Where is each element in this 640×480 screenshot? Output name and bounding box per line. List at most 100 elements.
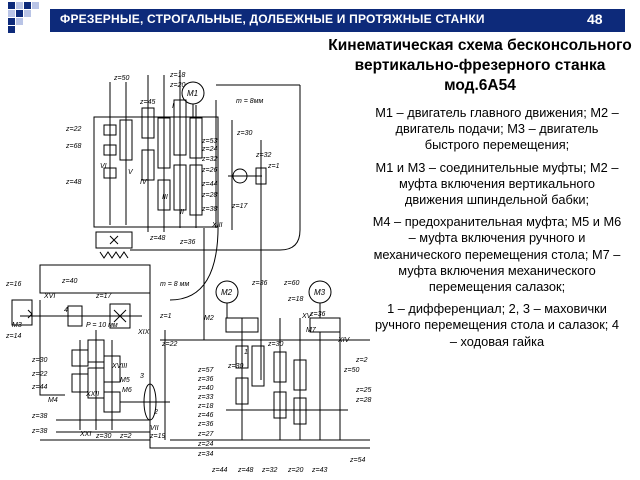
gear-label: z=36 (197, 376, 213, 383)
gear-label: z=22 (161, 341, 177, 348)
gear-label: z=22 (65, 126, 81, 133)
shaft-label: VII (150, 425, 159, 432)
gear-label: z=32 (201, 156, 217, 163)
gear-label: z=44 (211, 467, 227, 474)
gear-label: z=34 (197, 451, 213, 458)
legend-parts: 1 – дифференциал; 2, 3 – маховички ручно… (374, 301, 620, 349)
part-label: 1 (244, 349, 248, 356)
coupling-label: М2 (204, 315, 214, 322)
gear-label: z=28 (201, 192, 217, 199)
shaft-label: XXI (79, 431, 91, 438)
column-outline (130, 150, 301, 251)
gear-label: z=17 (95, 293, 112, 300)
gear-block (103, 355, 121, 383)
gear-label: z=50 (343, 367, 359, 374)
gear-block (87, 367, 105, 399)
legend-motors: М1 – двигатель главного движения; М2 – д… (375, 105, 619, 153)
gear-label: z=30 (267, 341, 283, 348)
mark (113, 309, 127, 323)
corner-square (8, 2, 15, 9)
gear-label: z=38 (31, 428, 47, 435)
gear-block (157, 117, 171, 169)
corner-square (8, 26, 15, 33)
corner-square (8, 18, 15, 25)
gear-block (141, 149, 155, 181)
gear-label: z=25 (355, 387, 371, 394)
module-label: m = 8мм (236, 98, 264, 105)
cutter-teeth (99, 251, 129, 259)
shaft-label: XV (301, 313, 313, 320)
gear-label: z=1 (159, 313, 172, 320)
gear-label: z=28 (355, 397, 371, 404)
gear-label: z=20 (287, 467, 303, 474)
gear-label: z=27 (197, 431, 214, 438)
gear-label: z=30 (236, 130, 252, 137)
part-label: 2 (153, 409, 158, 416)
gear-label: z=30 (227, 363, 243, 370)
shaft-label: VI (100, 163, 107, 170)
corner-square (32, 2, 39, 9)
gear-label: z=60 (283, 280, 299, 287)
screw-thread (27, 309, 33, 319)
gear-label: z=48 (149, 235, 165, 242)
base-line (149, 440, 370, 449)
gear-label: z=40 (197, 385, 213, 392)
gear-block (293, 359, 307, 391)
part-label: 4 (64, 307, 68, 314)
frame-curve (169, 219, 219, 301)
part-label: 3 (140, 373, 144, 380)
gear-label: z=17 (231, 203, 248, 210)
gear-label: z=18 (287, 296, 303, 303)
corner-square (8, 10, 15, 17)
coupling-label: М5 (120, 377, 130, 384)
coupling-label: М7 (306, 327, 317, 334)
shaft-label: I (172, 103, 174, 110)
gear-box (109, 303, 131, 329)
legend-couplings-1: М1 и М3 – соединительные муфты; М2 – муф… (375, 159, 619, 208)
motor-m1-label: М1 (187, 89, 198, 98)
gear (103, 167, 117, 179)
gear-label: z=36 (309, 311, 325, 318)
gear-label: z=50 (113, 75, 129, 82)
gear-label: z=24 (197, 441, 213, 448)
shaft-label: V (128, 169, 134, 176)
shaft-label: XVIII (111, 363, 127, 370)
gear-label: z=38 (31, 413, 47, 420)
header-bar (50, 9, 625, 32)
gear-label: z=54 (349, 457, 365, 464)
gear-label: z=32 (261, 467, 277, 474)
shaft-label: II (180, 209, 184, 216)
gear-label: z=19 (149, 433, 165, 440)
frame-line (39, 300, 65, 396)
motor-housing (11, 299, 33, 326)
gear-label: z=36 (179, 239, 195, 246)
gear-label: z=48 (237, 467, 253, 474)
gear-block (309, 317, 341, 333)
gear-label: z=18 (169, 72, 185, 79)
corner-square (16, 10, 23, 17)
gear-block (273, 351, 287, 383)
gear-label: z=16 (5, 281, 21, 288)
spindle-tool (95, 231, 133, 249)
gear-label: z=48 (65, 179, 81, 186)
corner-square (24, 2, 31, 9)
gear-block (225, 317, 259, 333)
legend: М1 – двигатель главного движения; М2 – д… (372, 105, 622, 356)
gear-block (119, 119, 133, 161)
gear-label: z=36 (197, 421, 213, 428)
gear (103, 144, 117, 156)
gear-label: z=38 (201, 206, 217, 213)
shaft-label: XXII (85, 391, 99, 398)
gear-label: z=68 (65, 143, 81, 150)
gear-label: z=33 (197, 394, 213, 401)
gear-label: z=18 (197, 403, 213, 410)
header-title: ФРЕЗЕРНЫЕ, СТРОГАЛЬНЫЕ, ДОЛБЕЖНЫЕ И ПРОТ… (60, 12, 485, 26)
gear-label: z=44 (31, 384, 47, 391)
spindle-mark (109, 235, 119, 245)
gear-label: z=30 (95, 433, 111, 440)
gear-label: z=20 (169, 82, 185, 89)
coupling-label: М4 (48, 397, 58, 404)
gear-label: z=2 (355, 357, 368, 364)
gear-block (157, 179, 171, 211)
module-label: m = 8 мм (160, 281, 189, 288)
